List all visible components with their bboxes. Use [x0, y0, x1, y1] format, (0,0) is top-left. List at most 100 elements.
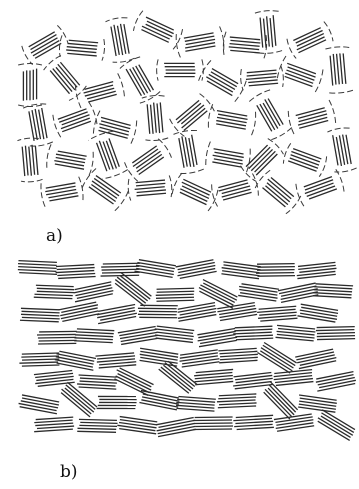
lamella-stack [221, 262, 261, 279]
lamella-line [99, 365, 136, 368]
lamella-line [257, 309, 295, 312]
lamella-line [102, 269, 140, 270]
lamella-line [235, 421, 273, 423]
lamella-line [218, 348, 256, 350]
lamella-stack [194, 369, 234, 384]
lamella-line [120, 417, 158, 422]
lamella-line [79, 425, 117, 426]
lamella-line [157, 300, 195, 301]
lamella-stack [196, 60, 247, 105]
lamella-line [277, 426, 314, 432]
lamella-line [258, 315, 296, 318]
lamella-line [37, 288, 74, 289]
lamella-line [21, 308, 59, 310]
lamella-line [19, 362, 58, 363]
lamella-line [180, 356, 218, 361]
lamella-line [38, 343, 76, 344]
lamella-line [247, 70, 277, 73]
lamella-line [142, 26, 170, 39]
lamella-stack [295, 349, 337, 369]
lamella-line [151, 105, 154, 134]
lamella-line [234, 424, 272, 426]
lamella-line [77, 384, 115, 386]
lamella-line [182, 182, 210, 195]
lamella-stack [193, 417, 233, 430]
lamella-line [237, 427, 274, 429]
panel-b-label: b) [60, 462, 78, 482]
lamella-stack [159, 360, 198, 394]
lamella-line [313, 293, 351, 295]
lamella-stack [18, 64, 42, 107]
lamella-line [235, 326, 273, 328]
lamella-stack [254, 10, 282, 54]
lamella-line [118, 327, 156, 333]
lamella-stack [172, 129, 204, 175]
panel-a-loose-packing [17, 10, 357, 215]
lamella-line [300, 310, 337, 316]
lamella-line [22, 147, 25, 176]
lamella-stack [40, 176, 85, 207]
lamella-line [299, 114, 327, 122]
lamella-line [246, 145, 268, 167]
lamella-line [236, 415, 273, 417]
lamella-line [120, 332, 157, 338]
lamella-line [87, 91, 116, 99]
lamella-line [77, 329, 114, 331]
lamella-line [130, 69, 145, 95]
lamella-line [178, 306, 216, 313]
lamella-line [154, 103, 157, 133]
lamella-line [259, 312, 296, 315]
lamella-stack [138, 348, 179, 366]
lamella-line [296, 31, 323, 44]
lamella-line [248, 80, 277, 83]
lamella-stack [313, 284, 353, 298]
lamella-line [229, 47, 259, 50]
lamella-line [247, 73, 277, 76]
lamella-line [36, 285, 74, 286]
lamella-line [260, 318, 297, 321]
lamella-line [146, 17, 174, 30]
lamella-line [180, 189, 207, 202]
lamella-line [99, 362, 136, 365]
lamella-line [66, 50, 96, 53]
lamella-stack [327, 127, 357, 174]
lamella-line [36, 417, 74, 419]
lamella-line [176, 405, 214, 408]
lamella-stack [233, 415, 274, 429]
lamella-line [218, 180, 247, 188]
lamella-stack [316, 410, 356, 441]
lamella-stack [257, 306, 298, 321]
lamella-line [193, 420, 232, 421]
lamella-line [56, 67, 75, 90]
lamella-line [79, 419, 117, 420]
lamella-line [140, 357, 177, 363]
lamella-stack [123, 138, 172, 182]
lamella-stack [119, 56, 161, 105]
lamella-stack [223, 32, 268, 59]
lamella-line [219, 403, 257, 405]
lamella-line [177, 103, 201, 123]
lamella-line [97, 359, 135, 362]
lamella-stack [73, 282, 114, 302]
lamella-line [101, 275, 140, 276]
lamella-line [249, 83, 278, 86]
lamella-stack [262, 382, 298, 419]
lamella-stack [55, 265, 95, 279]
lamella-line [298, 117, 327, 125]
lamella-line [195, 378, 233, 381]
lamella-stack [157, 59, 204, 80]
lamella-stack [274, 414, 314, 432]
lamella-line [157, 288, 195, 289]
lamella-stack [59, 302, 100, 322]
lamella-line [34, 420, 72, 422]
lamella-stack [45, 144, 94, 176]
lamella-stack [20, 308, 60, 322]
lamella-line [74, 341, 113, 343]
lamella-line [230, 40, 260, 43]
lamella-line [136, 268, 174, 274]
lamella-stack [51, 101, 98, 138]
lamella-line [263, 103, 278, 128]
lamella-line [22, 317, 60, 319]
lamella-line [271, 382, 298, 410]
lamella-line [35, 146, 38, 175]
